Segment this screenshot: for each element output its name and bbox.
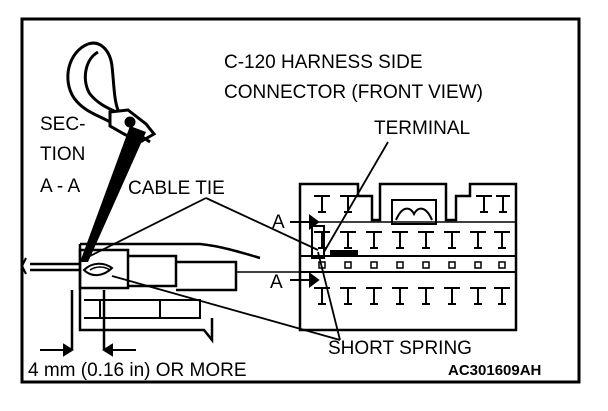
dimension-label: 4 mm (0.16 in) OR MORE — [28, 360, 247, 381]
cable-tie-label: CABLE TIE — [128, 178, 225, 199]
terminal-lock-squares — [318, 261, 506, 269]
dimension-arrows — [40, 343, 136, 357]
connector-title-line2: CONNECTOR (FRONT VIEW) — [224, 82, 483, 103]
connector-title-line1: C-120 HARNESS SIDE — [224, 52, 423, 73]
figure-code: AC301609AH — [448, 362, 541, 379]
terminal-cavities-middle — [314, 231, 510, 249]
section-label-line1: SEC- — [40, 114, 85, 135]
section-arrows — [290, 214, 320, 288]
section-view — [20, 242, 300, 350]
short-spring-label: SHORT SPRING — [328, 338, 472, 359]
section-label-line3: A - A — [40, 176, 80, 197]
terminal-cavities-bottom — [314, 287, 510, 305]
figure-frame — [20, 17, 581, 384]
section-pointer — [80, 126, 146, 262]
short-spring-marker — [311, 225, 325, 259]
section-mark-upper: A — [272, 212, 285, 233]
terminal-label: TERMINAL — [374, 118, 470, 139]
section-mark-lower: A — [270, 272, 283, 293]
terminal-marker — [330, 250, 358, 256]
leader-lines — [85, 141, 389, 341]
section-label-line2: TION — [40, 144, 85, 165]
